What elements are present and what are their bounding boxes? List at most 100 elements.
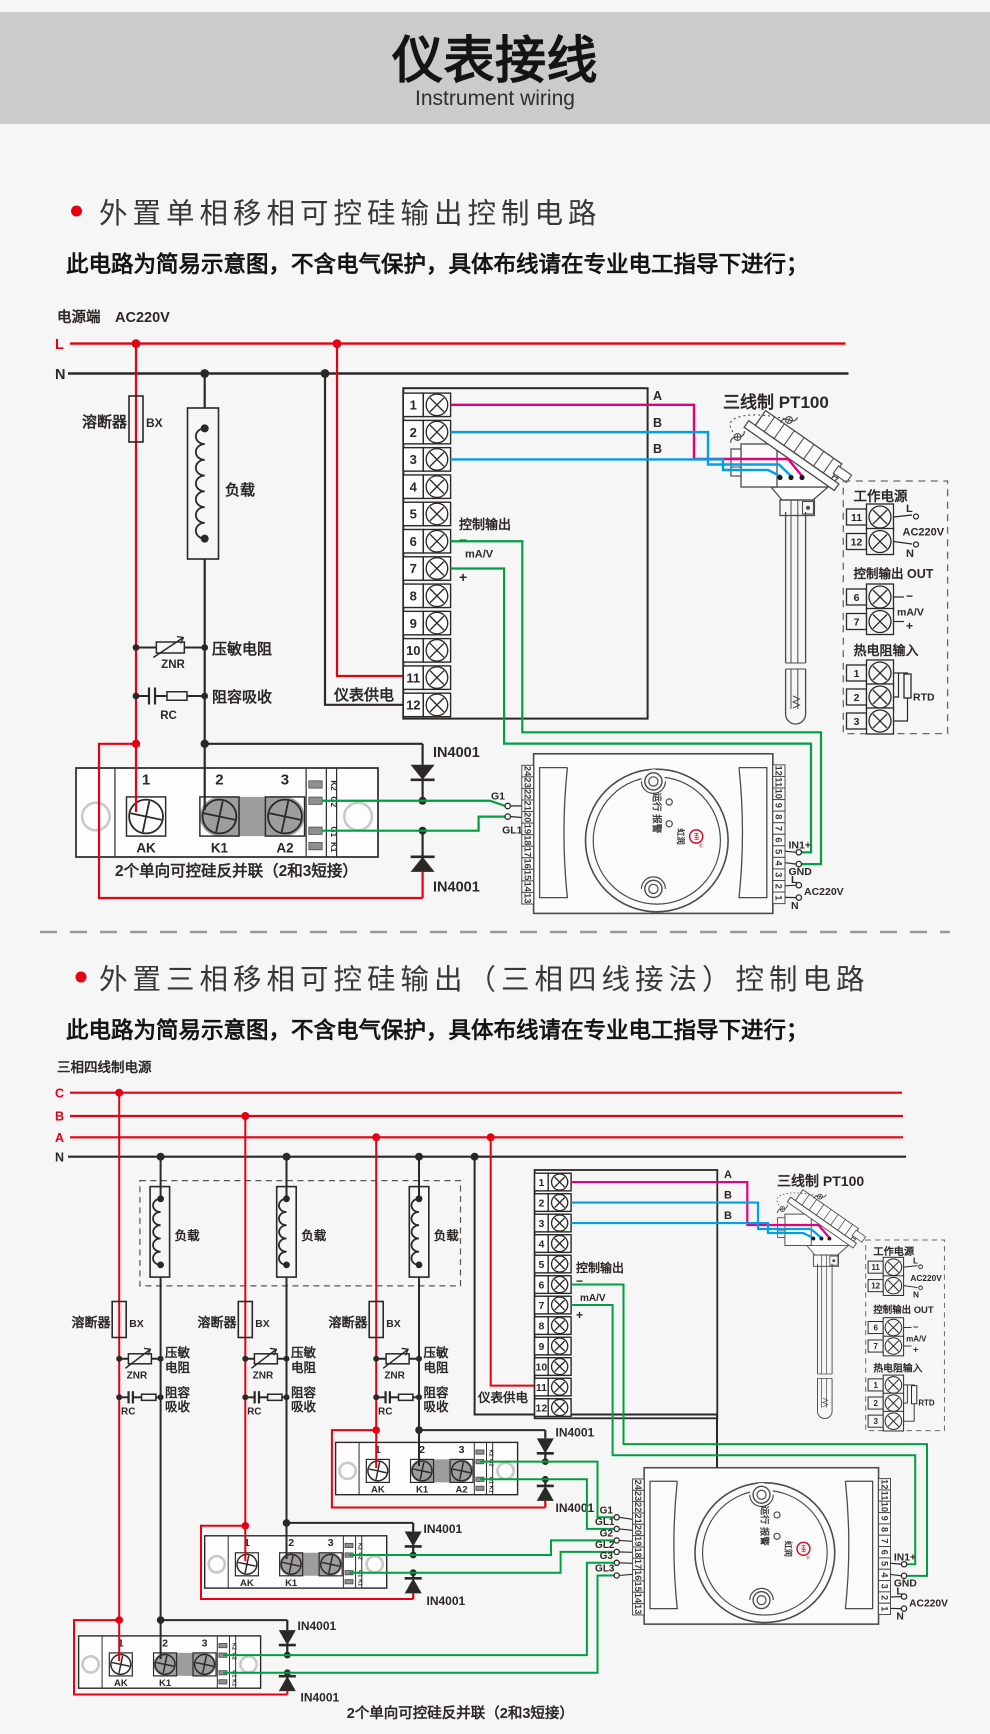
label-shared-rc_line2: 吸收 bbox=[165, 1399, 191, 1414]
label-shared-terminals-1: 2 bbox=[410, 425, 417, 440]
label-s2-c: C bbox=[55, 1087, 64, 1101]
label-s1-scr-g2: G2 bbox=[329, 796, 338, 807]
label-s1-caption: 2个单向可控硅反并联（2和3短接） bbox=[115, 861, 358, 880]
label-shared-diode_label: IN4001 bbox=[301, 1691, 340, 1705]
varistor: ZNR 压敏 电阻 bbox=[116, 1345, 191, 1382]
varistor: ZNR 压敏 电阻 bbox=[242, 1345, 317, 1382]
pt100-terminal-dots bbox=[777, 474, 805, 481]
diode: IN4001 bbox=[536, 1479, 595, 1515]
diode: IN4001 bbox=[404, 1522, 463, 1555]
section1-note: 此电路为简易示意图，不含电气保护，具体布线请在专业电工指导下进行； bbox=[66, 251, 809, 277]
rc-snubber: RC 阻容 吸收 bbox=[242, 1385, 317, 1418]
label-s2-n: N bbox=[55, 1151, 64, 1165]
label-s1-scr-g1: K2 bbox=[329, 780, 338, 791]
label-shared-diode_label: IN4001 bbox=[433, 745, 480, 761]
label-shared-terminals-6: 7 bbox=[410, 561, 417, 576]
label-s1-sensor: 三线制 PT100 bbox=[723, 392, 829, 412]
section2-title: 外置三相移相可控硅输出（三相四线接法）控制电路 bbox=[99, 964, 870, 996]
label-s2-modules-1-n2: 2 bbox=[288, 1537, 294, 1549]
label-shared-fuse_label: 溶断器 bbox=[71, 1315, 111, 1330]
label-s1-wire-b2: B bbox=[653, 442, 662, 456]
label-shared-rc_label: 阻容吸收 bbox=[212, 688, 272, 706]
instrument: 1 2 3 4 5 6 7 8 9 10 11 12 控制输出 − mA/V + bbox=[402, 387, 649, 720]
diode: IN4001 bbox=[404, 1572, 466, 1608]
label-shared-fuse_label: 溶断器 bbox=[82, 413, 128, 431]
module-c-wiring: IN4001 IN4001 bbox=[73, 1561, 614, 1705]
label-shared-terminals-11: 12 bbox=[406, 698, 420, 713]
label-s2-unit: mA/V bbox=[580, 1293, 606, 1304]
label-shared-terminals-10: 11 bbox=[536, 1382, 547, 1394]
label-shared-rc_line2: 吸收 bbox=[291, 1399, 317, 1414]
label-s2-power_label: 三相四线制电源 bbox=[57, 1059, 152, 1075]
label-shared-varistor_code: ZNR bbox=[253, 1371, 274, 1382]
label-shared-rc_line1: 阻容 bbox=[165, 1385, 191, 1400]
label-s1-scr-n1: 1 bbox=[142, 772, 150, 789]
label-shared-terminals-6: 7 bbox=[538, 1300, 544, 1312]
section1-diagram: 电源端 AC220V L N 溶断器 BX 负载 ZNR 压敏电阻 RC 阻容吸… bbox=[55, 308, 949, 915]
label-s2-modules-2-n3: 3 bbox=[202, 1637, 208, 1649]
scr-module: 1 2 3 AK K1 A2 K2 G2 G1 K1 bbox=[75, 767, 379, 858]
label-s1-l: L bbox=[55, 337, 64, 353]
label-shared-terminals-5: 6 bbox=[410, 534, 417, 549]
label-shared-terminals-2: 3 bbox=[410, 452, 417, 467]
label-shared-fuse_label: 溶断器 bbox=[197, 1315, 237, 1330]
section1-title: 外置单相移相可控硅输出控制电路 bbox=[99, 198, 602, 230]
label-s1-plus: + bbox=[459, 569, 467, 585]
label-shared-diode_label: IN4001 bbox=[556, 1426, 595, 1440]
label-s2-caption: 2个单向可控硅反并联（2和3短接） bbox=[347, 1704, 574, 1722]
label-s2-modules-0-g1: K2 bbox=[487, 1450, 493, 1457]
instrument: 1 2 3 4 5 6 7 8 9 10 11 12 控制输出 − mA/V + bbox=[533, 1169, 719, 1420]
diode: IN4001 bbox=[536, 1426, 595, 1462]
label-shared-varistor_code: ZNR bbox=[384, 1371, 405, 1382]
label-s2-modules-2-n1: 1 bbox=[118, 1637, 124, 1649]
label-s1-scr-t1: AK bbox=[136, 841, 156, 856]
label-s1-power_label: 电源端 AC220V bbox=[57, 308, 170, 326]
page-title: 仪表接线 bbox=[391, 32, 598, 89]
label-shared-varistor_line1: 压敏 bbox=[424, 1345, 450, 1360]
label-shared-terminals-7: 8 bbox=[410, 588, 417, 603]
label-shared-terminals-10: 11 bbox=[406, 670, 420, 685]
label-shared-terminals-0: 1 bbox=[538, 1177, 544, 1189]
label-s1-scr-n2: 2 bbox=[215, 772, 223, 789]
label-shared-varistor_line2: 电阻 bbox=[291, 1360, 317, 1375]
label-s1-unit: mA/V bbox=[465, 549, 494, 561]
label-shared-load_label: 负载 bbox=[175, 1228, 201, 1243]
label-s2-modules-1-n3: 3 bbox=[328, 1537, 334, 1549]
label-s2-modules-1-g1: K2 bbox=[356, 1543, 362, 1550]
label-s1-scr-n3: 3 bbox=[281, 772, 289, 789]
label-s2-gate-3: GL2 bbox=[595, 1540, 615, 1551]
label-s2-modules-2-g2: G2 bbox=[230, 1652, 236, 1659]
label-s2-plus: + bbox=[576, 1308, 583, 1322]
label-shared-rc_code: RC bbox=[121, 1407, 135, 1418]
label-s2-modules-0-t1: AK bbox=[371, 1485, 385, 1496]
label-shared-rc_code: RC bbox=[160, 710, 177, 722]
label-s1-scr-g4: K1 bbox=[329, 842, 338, 853]
scr-module: 1 2 3 AK K1 K2 G2 G1 K1 bbox=[77, 1635, 262, 1689]
sensor-wires: A B B bbox=[571, 1169, 831, 1239]
rc-snubber: RC 阻容 吸收 bbox=[116, 1385, 191, 1418]
scr-module: 1 2 3 AK K1 K2 G2 G1 K1 bbox=[203, 1535, 388, 1589]
label-shared-varistor_line2: 电阻 bbox=[165, 1360, 191, 1375]
label-s1-ctrl-out: 控制输出 bbox=[459, 517, 511, 532]
label-s2-minus: − bbox=[576, 1274, 583, 1288]
label-shared-rc_line1: 阻容 bbox=[291, 1385, 317, 1400]
label-shared-terminals-1: 2 bbox=[538, 1197, 544, 1209]
section2-note: 此电路为简易示意图，不含电气保护，具体布线请在专业电工指导下进行； bbox=[66, 1017, 809, 1043]
sensor-wires: A B B bbox=[450, 389, 803, 478]
label-shared-varistor_line2: 电阻 bbox=[424, 1360, 450, 1375]
diode: IN4001 bbox=[278, 1672, 340, 1705]
varistor: ZNR 压敏电阻 bbox=[132, 635, 272, 671]
fuse: 溶断器 BX bbox=[197, 1300, 270, 1339]
label-shared-varistor_line1: 压敏 bbox=[291, 1345, 317, 1360]
label-s2-modules-0-g2: G2 bbox=[487, 1459, 493, 1466]
label-s2-modules-0-t2: K1 bbox=[416, 1485, 429, 1496]
label-shared-diode_label: IN4001 bbox=[433, 880, 480, 896]
label-shared-load_label: 负载 bbox=[301, 1228, 327, 1243]
label-s1-supply: 仪表供电 bbox=[333, 686, 394, 704]
label-s2-supply: 仪表供电 bbox=[477, 1390, 529, 1405]
label-shared-terminals-9: 10 bbox=[536, 1361, 548, 1373]
label-shared-terminals-3: 4 bbox=[410, 479, 418, 494]
label-s2-modules-1-g2: G2 bbox=[356, 1552, 362, 1559]
label-shared-fuse_label: 溶断器 bbox=[328, 1315, 368, 1330]
module-b-wiring: IN4001 IN4001 bbox=[200, 1519, 614, 1608]
